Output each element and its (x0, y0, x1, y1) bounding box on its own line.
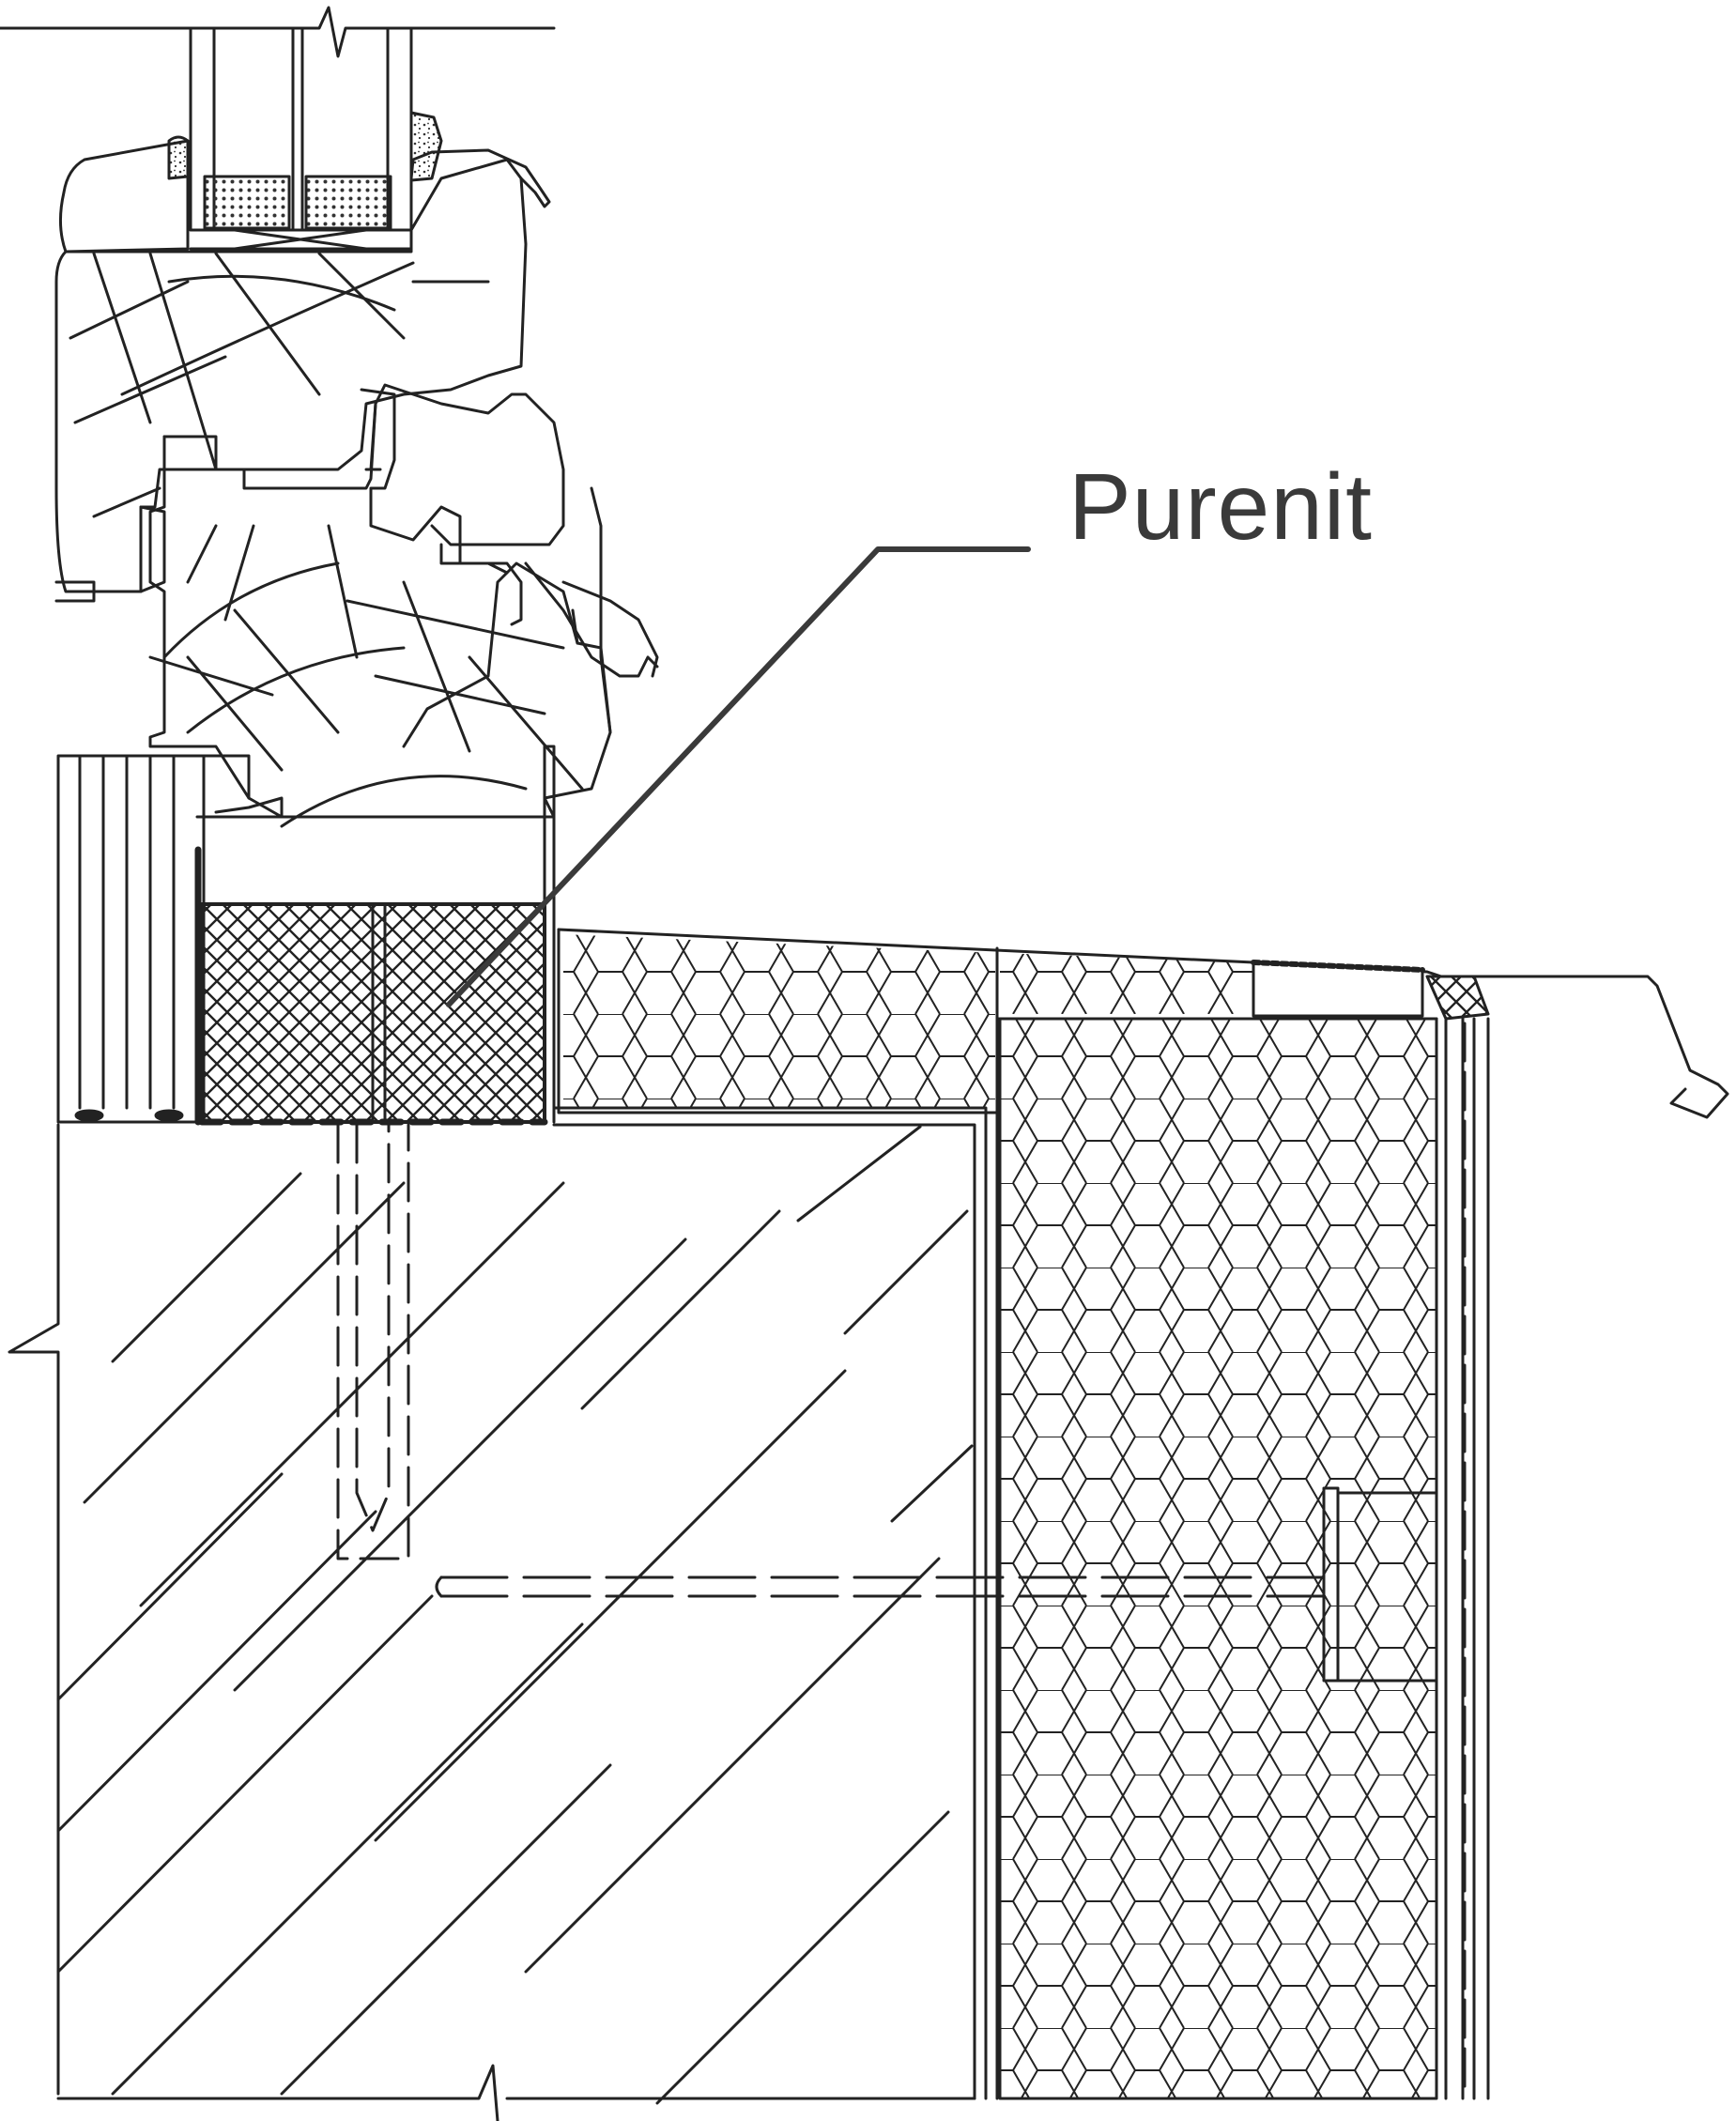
window-sash (54, 139, 551, 603)
glazing-seal (167, 111, 443, 182)
concrete-wall (8, 1106, 988, 2121)
callout-leader-line (446, 546, 1031, 1007)
window-frame (148, 383, 659, 828)
window-sill-cover (1425, 975, 1729, 1119)
purenit-block (194, 745, 556, 1126)
exterior-insulation (557, 928, 1490, 2100)
callout-label: Purenit (1068, 454, 1373, 560)
glazing-unit (189, 26, 413, 251)
anchor-vertical (336, 1123, 410, 1560)
top-break-line (0, 6, 556, 58)
